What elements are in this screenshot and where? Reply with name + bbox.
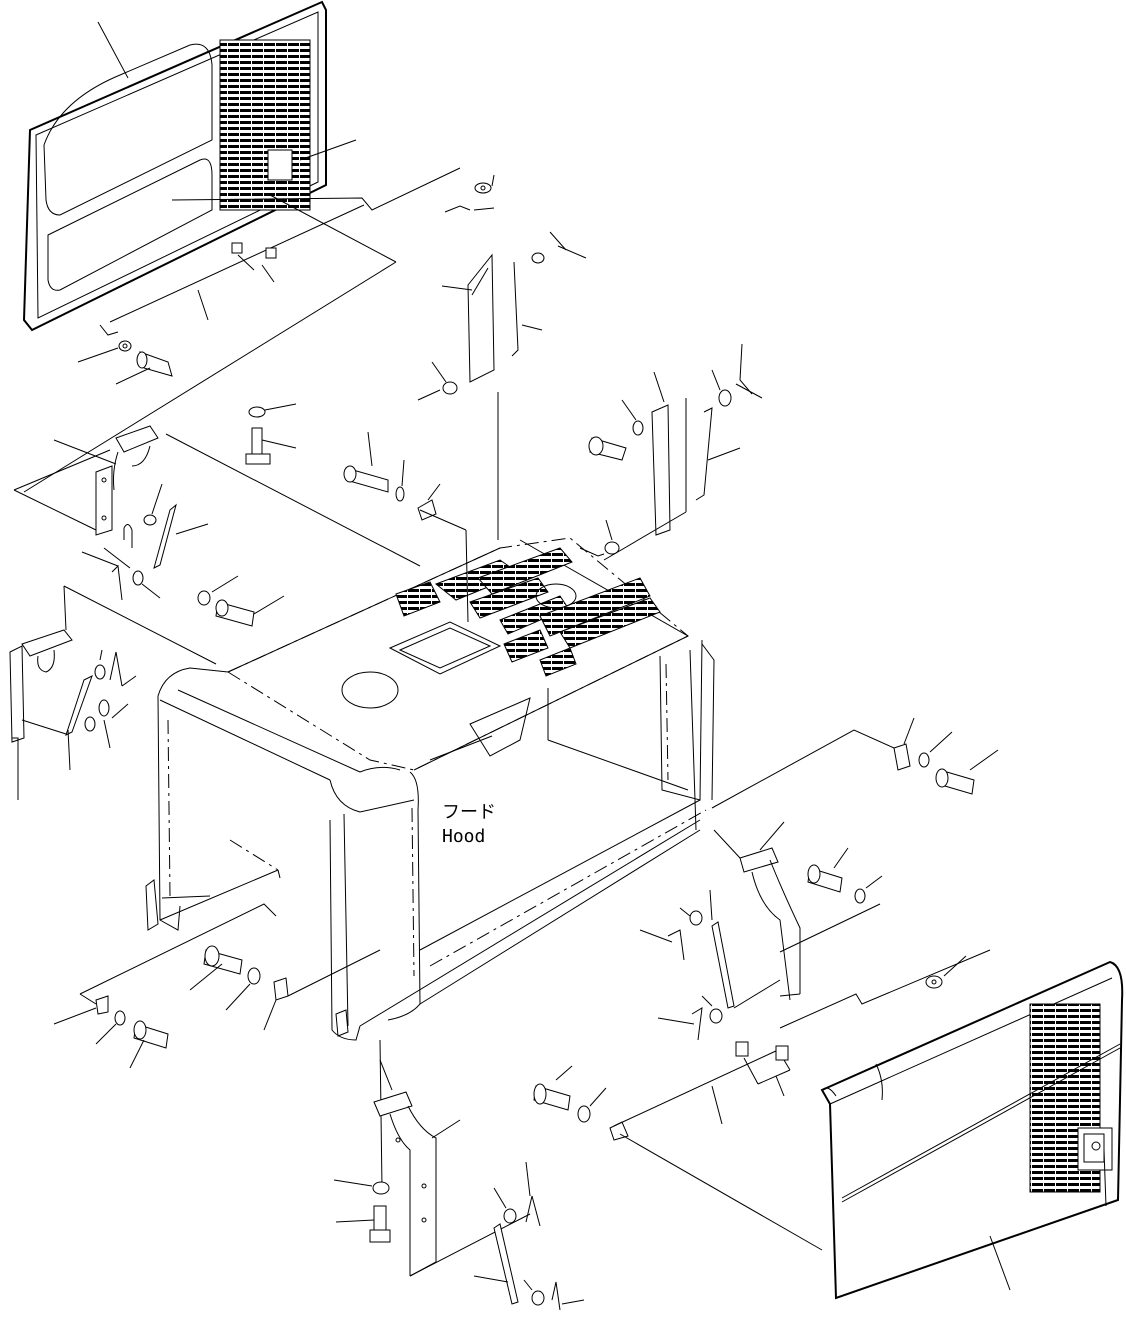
bottom-center-hinge: [333, 1091, 585, 1311]
connection-step-line: [171, 167, 461, 211]
lower-left-bolt-group: [53, 903, 381, 1069]
top-left-bolt-assembly: [77, 340, 173, 385]
hood-label-jp: フード: [442, 802, 496, 823]
washer-and-pin-top: [444, 174, 495, 213]
left-side-door-panel: [22, 0, 365, 336]
left-bolt-washer-group: [245, 403, 441, 521]
lower-step-line-group: [533, 949, 991, 1125]
hood-label: フード Hood: [442, 802, 496, 847]
top-plate-louvers: [395, 547, 661, 677]
door-latch-bracket: [231, 242, 277, 271]
hood-main-body: [145, 537, 715, 1041]
right-side-door-panel: [609, 960, 1124, 1300]
left-lower-hinge: [9, 585, 217, 800]
right-middle-bolt-group: [711, 717, 999, 809]
door-panel-leader-lines: [23, 21, 397, 493]
center-stay-bracket-upper: [417, 231, 587, 401]
connector-lines: [165, 392, 499, 1189]
right-upper-stay-group: [579, 343, 763, 561]
right-lower-hinge: [639, 821, 883, 1041]
hood-label-en: Hood: [442, 826, 485, 847]
left-upper-hinge: [13, 425, 209, 601]
left-bolt-washer-mid: [197, 575, 285, 627]
